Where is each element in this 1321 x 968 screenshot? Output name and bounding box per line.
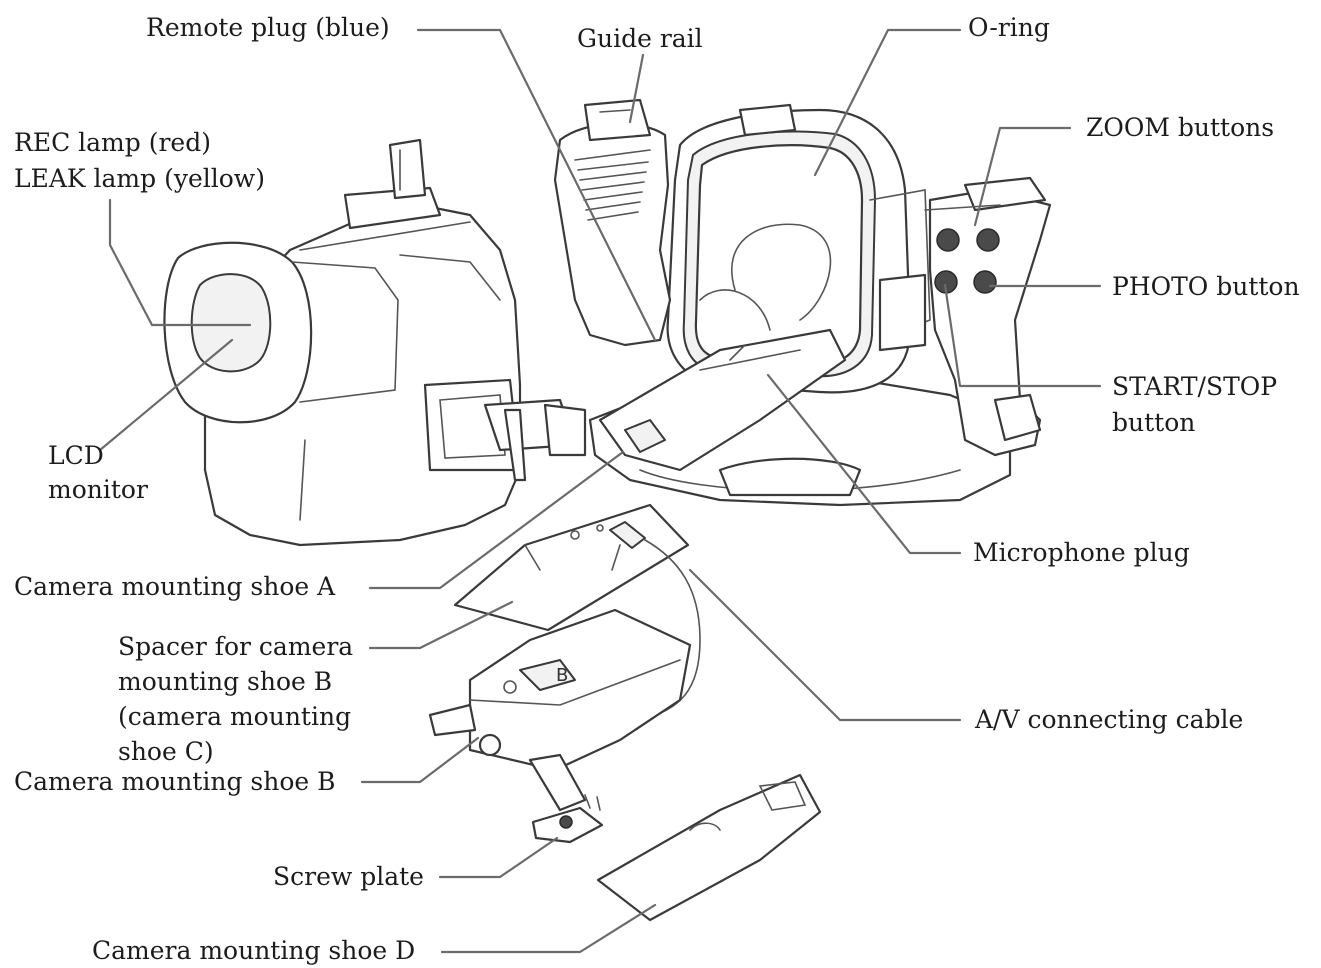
shoe-b-mark: B <box>556 665 568 686</box>
label-shoe-d: Camera mounting shoe D <box>92 936 416 965</box>
label-av-cable: A/V connecting cable <box>975 705 1244 734</box>
screw-plate-part <box>531 794 604 844</box>
label-lcd-line1: LCD <box>48 441 104 470</box>
label-spacer-line1: Spacer for camera <box>118 632 354 661</box>
av-cable-cord <box>639 539 701 721</box>
label-shoe-a: Camera mounting shoe A <box>14 572 336 601</box>
camera-mounting-shoe-a <box>453 503 690 632</box>
label-start-stop-line2: button <box>1112 408 1196 437</box>
label-spacer-line4: shoe C) <box>118 737 214 766</box>
label-remote-plug: Remote plug (blue) <box>146 13 390 42</box>
label-zoom-buttons: ZOOM buttons <box>1086 113 1275 142</box>
label-o-ring: O-ring <box>968 13 1050 42</box>
label-photo-button: PHOTO button <box>1112 272 1300 301</box>
camera-mounting-shoe-b: B <box>428 608 692 812</box>
housing-body <box>553 98 1052 507</box>
label-leak-lamp: LEAK lamp (yellow) <box>14 164 265 193</box>
lcd-hood <box>163 241 399 424</box>
label-guide-rail: Guide rail <box>577 24 703 53</box>
label-screw-plate: Screw plate <box>273 862 424 891</box>
label-spacer-line2: mounting shoe B <box>118 667 333 696</box>
label-lcd-line2: monitor <box>48 475 148 504</box>
label-rec-lamp: REC lamp (red) <box>14 128 211 157</box>
camera-mounting-shoe-d <box>596 773 822 922</box>
label-start-stop-line1: START/STOP <box>1112 372 1278 401</box>
label-shoe-b: Camera mounting shoe B <box>14 767 336 796</box>
leader-lines <box>98 28 1102 954</box>
label-microphone-plug: Microphone plug <box>973 538 1190 567</box>
label-spacer-line3: (camera mounting <box>118 702 352 731</box>
